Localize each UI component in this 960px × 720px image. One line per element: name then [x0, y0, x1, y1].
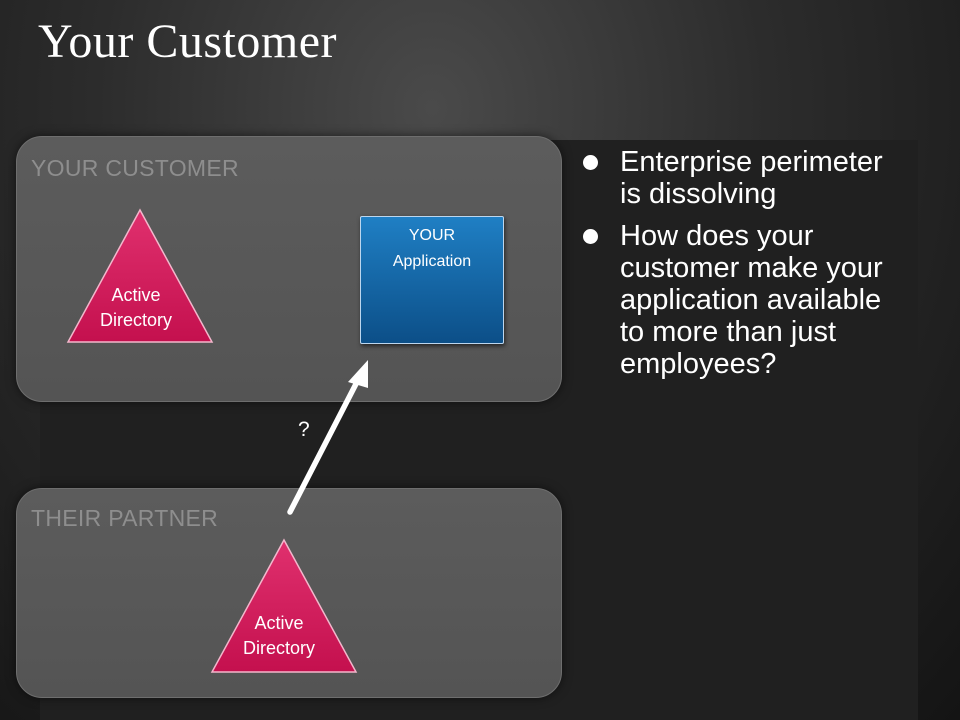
- customer-active-directory-triangle: [66, 208, 214, 343]
- partner-active-directory-label: Active Directory: [242, 613, 315, 658]
- your-customer-label: YOUR CUSTOMER: [31, 155, 239, 181]
- slide-title: Your Customer: [38, 15, 337, 68]
- bullet-dot-icon: [583, 229, 598, 244]
- partner-active-directory-triangle: [210, 538, 358, 673]
- customer-active-directory-label: Active Directory: [99, 285, 172, 330]
- bullet-item: How does your customer make your applica…: [580, 220, 910, 380]
- bullet-item: Enterprise perimeter is dissolving: [580, 146, 910, 210]
- your-application-box: YOUR Application: [360, 216, 504, 344]
- question-mark-label: ?: [298, 418, 310, 441]
- bullet-list: Enterprise perimeter is dissolving How d…: [580, 146, 910, 390]
- bullet-dot-icon: [583, 155, 598, 170]
- their-partner-label: THEIR PARTNER: [31, 505, 219, 531]
